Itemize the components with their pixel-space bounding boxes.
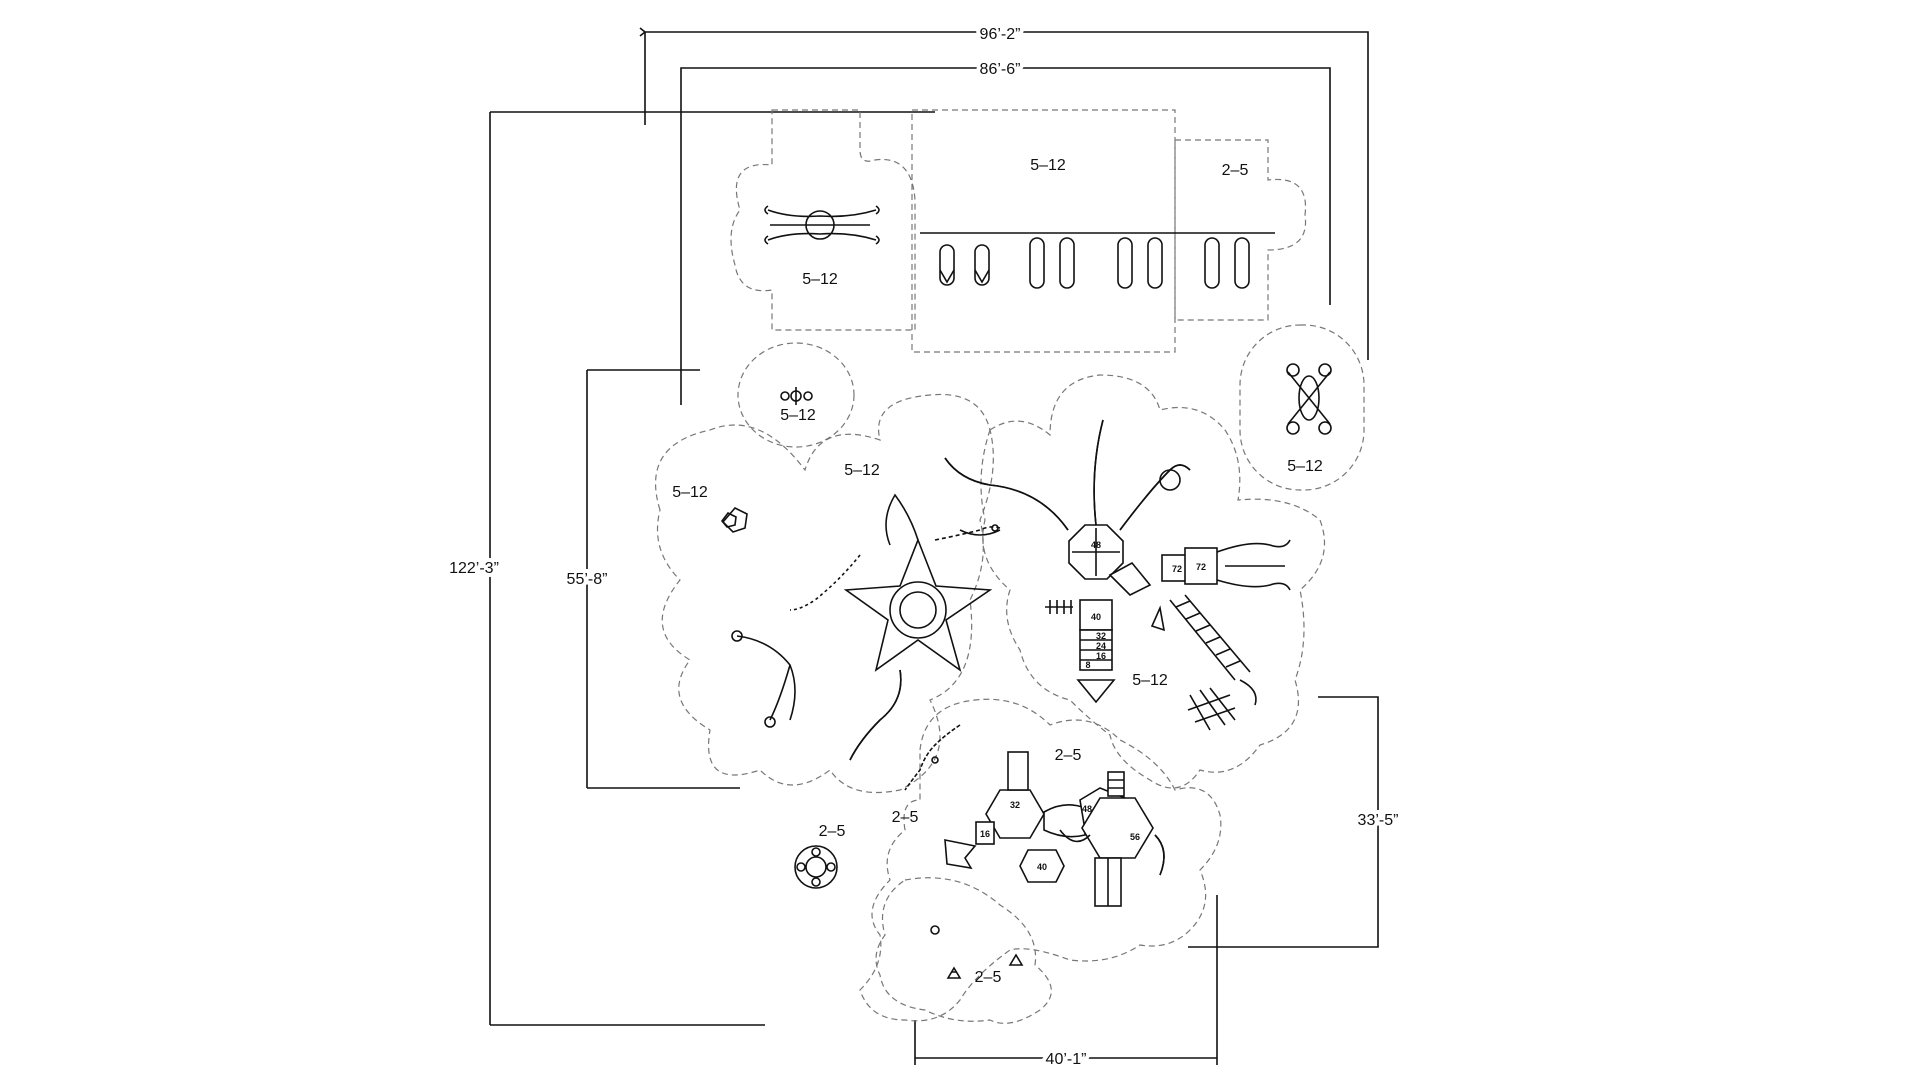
zone-spinner (730, 109, 916, 331)
toddler-slide-north (1007, 751, 1029, 791)
dimension-inner-width: 86’-6” (680, 57, 1331, 405)
deck-height-24: 24 (1096, 641, 1106, 651)
dimension-lines: 96’-2” 86’-6” 122’-3” 55’-8” 33’-5” 40’-… (445, 22, 1402, 1072)
deck-height-48: 48 (1091, 540, 1101, 550)
toddler-bottom-items (930, 925, 1024, 979)
dimension-inner-width-label: 86’-6” (980, 61, 1021, 78)
wavy-slide-east (1216, 539, 1291, 591)
toddler-double-slide (1094, 857, 1122, 907)
toddler-ladder-north (1107, 771, 1125, 797)
zone-label-spinner: 5–12 (802, 271, 838, 288)
toddler-deck-height-40: 40 (1037, 862, 1047, 872)
toddler-deck-height-56: 56 (1130, 832, 1140, 842)
entry-arrow (1076, 679, 1116, 704)
zone-labels: 5–12 5–12 2–5 5–12 5–12 5–12 5–12 5–12 2… (672, 157, 1323, 986)
swing-pair-1 (939, 244, 990, 286)
dimension-right-height-label: 33’-5” (1358, 812, 1399, 829)
zone-small-spinner (737, 342, 855, 448)
dimension-bottom-width-label: 40’-1” (1046, 1051, 1087, 1068)
deck-height-40: 40 (1091, 612, 1101, 622)
zone-label-toddler-swings: 2–5 (1222, 162, 1249, 179)
deck-72-b: 72 (1184, 547, 1218, 585)
toddler-deck-40: 40 (1019, 849, 1065, 883)
toddler-bridge (1043, 804, 1086, 838)
deck-square-40: 40 (1079, 599, 1113, 631)
deck-height-32: 32 (1096, 631, 1106, 641)
toddler-play-structure: 32 16 48 56 (944, 751, 1165, 907)
dimension-total-width: 96’-2” (639, 22, 1369, 360)
dimension-total-height: 122’-3” (445, 111, 935, 1026)
overhead-ladder (934, 524, 1001, 541)
dimension-left-height: 55’-8” (563, 369, 740, 789)
swing-pair-4 (1204, 237, 1250, 289)
toddler-deck-56: 56 (1081, 797, 1154, 859)
climber-east (1150, 605, 1166, 632)
zone-toddler-structure (859, 698, 1222, 1022)
toddler-deck-32: 32 (985, 789, 1045, 839)
zone-label-toddler-spinner: 2–5 (819, 823, 846, 840)
zone-swings (911, 109, 1176, 353)
seesaw (1286, 363, 1332, 435)
spiral-slide (849, 669, 902, 761)
swing-pair-3 (1117, 237, 1163, 289)
toddler-path-stepping (904, 724, 961, 791)
swing-pair-2 (1029, 237, 1075, 289)
zone-seesaw (1239, 324, 1365, 491)
zone-toddler-swings (1174, 139, 1307, 321)
main-play-structure: 48 40 32 24 16 8 (944, 419, 1291, 731)
star-climber (789, 493, 1001, 672)
steps-down: 32 24 16 8 (1079, 629, 1113, 671)
swing-set (920, 232, 1275, 289)
zone-label-toddler-structure: 2–5 (1055, 747, 1082, 764)
deck-octagon-48: 48 (1068, 524, 1124, 580)
toddler-deck-height-16: 16 (980, 829, 990, 839)
deck-height-16: 16 (1096, 651, 1106, 661)
zone-label-swings: 5–12 (1030, 157, 1066, 174)
zone-label-star-climber: 5–12 (844, 462, 880, 479)
curved-balance-beam (731, 630, 796, 728)
toddler-entry-arrow (944, 839, 977, 870)
bridge-east (1108, 561, 1152, 596)
deck-height-8: 8 (1085, 660, 1090, 670)
deck-height-72-a: 72 (1172, 564, 1182, 574)
toddler-curve-slide (1154, 834, 1165, 876)
small-pentagon-climber (720, 507, 748, 533)
safety-zones (655, 109, 1365, 1024)
dimension-right-height: 33’-5” (1188, 696, 1402, 948)
small-spinner (780, 387, 813, 405)
spinner-top (764, 205, 880, 245)
toddler-spinner (794, 845, 838, 889)
dimension-total-width-label: 96’-2” (980, 26, 1021, 43)
tube-slide-west (944, 457, 1069, 531)
zone-label-far-left: 5–12 (672, 484, 708, 501)
zone-left-cloud (655, 393, 994, 794)
zone-main-structure (980, 374, 1326, 789)
dimension-bottom-width: 40’-1” (914, 895, 1218, 1072)
tube-slide-north (1093, 419, 1104, 526)
dimension-total-height-label: 122’-3” (449, 560, 499, 577)
toddler-deck-height-48: 48 (1082, 804, 1092, 814)
zone-label-toddler-path: 2–5 (892, 809, 919, 826)
spiral-tube-northeast (1119, 464, 1191, 531)
zone-label-seesaw: 5–12 (1287, 458, 1323, 475)
deck-height-72-b: 72 (1196, 562, 1206, 572)
climber-wall-west (1045, 600, 1073, 614)
net-climber (1187, 687, 1236, 731)
zone-label-toddler-bottom: 2–5 (975, 969, 1002, 986)
zone-label-main-structure: 5–12 (1132, 672, 1168, 689)
toddler-deck-height-32: 32 (1010, 800, 1020, 810)
zone-toddler-bottom (875, 877, 1052, 1024)
dimension-left-height-label: 55’-8” (567, 571, 608, 588)
toddler-deck-16: 16 (975, 821, 995, 845)
ladder-slide-southeast (1169, 594, 1257, 706)
toddler-tunnel (1059, 829, 1091, 843)
zone-label-small-spinner: 5–12 (780, 407, 816, 424)
